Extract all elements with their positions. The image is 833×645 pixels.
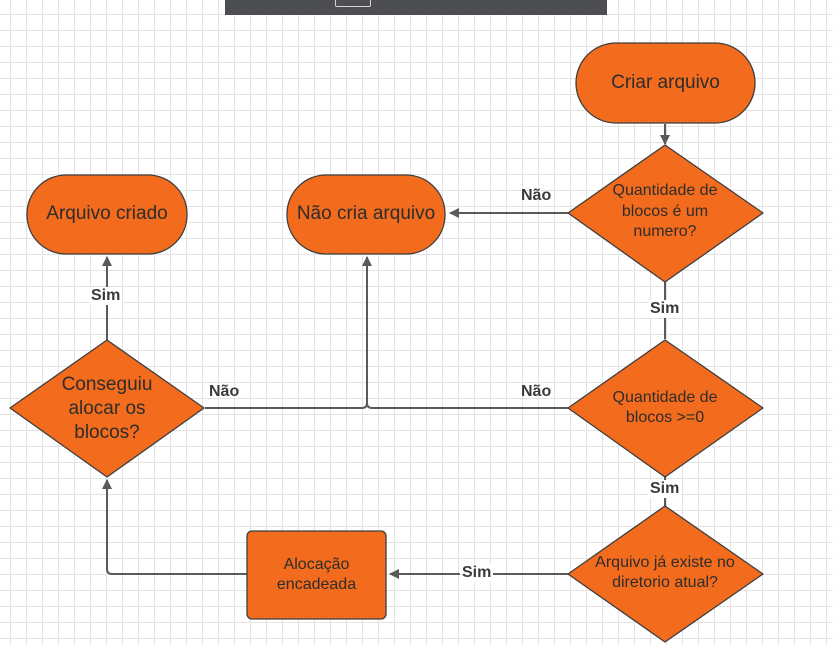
node-quantidade-maior-zero[interactable] <box>567 339 764 478</box>
node-alocacao-encadeada[interactable] <box>246 530 387 620</box>
toolbar-bar <box>225 0 607 15</box>
edge-label-nao: Não <box>209 383 240 400</box>
node-quantidade-numero[interactable] <box>567 144 764 283</box>
connector-alocacao-to-conseguiu[interactable] <box>102 479 247 575</box>
node-conseguiu-alocar[interactable] <box>9 339 205 478</box>
node-nao-cria-arquivo[interactable] <box>286 174 446 255</box>
edge-label-sim: Sim <box>460 564 494 582</box>
connector-maiorzero-nao[interactable] <box>366 402 568 409</box>
node-arquivo-criado[interactable] <box>26 174 188 255</box>
edge-label-nao: Não <box>521 383 552 400</box>
edge-label-sim: Sim <box>648 300 682 318</box>
toolbar-button[interactable] <box>335 0 371 7</box>
edge-label-sim: Sim <box>89 287 123 305</box>
node-arquivo-existe[interactable] <box>567 505 764 643</box>
edge-label-sim: Sim <box>648 480 682 498</box>
edge-label-nao: Não <box>521 187 552 204</box>
node-criar-arquivo[interactable] <box>575 42 756 124</box>
